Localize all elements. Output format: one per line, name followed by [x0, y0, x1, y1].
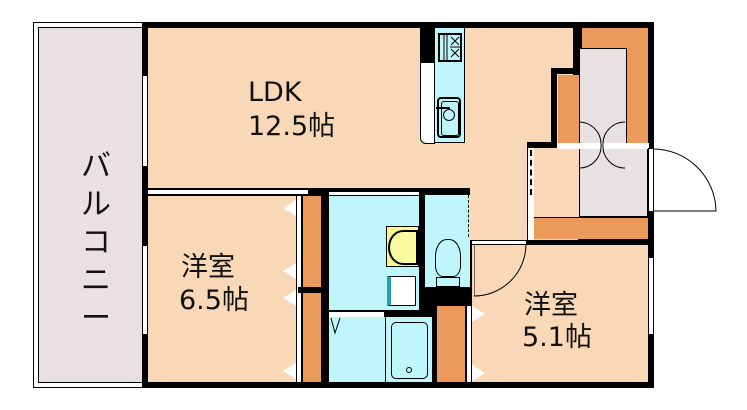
- toilet-door-strip: [468, 195, 471, 237]
- closet-divider: [298, 287, 323, 293]
- western-room-2-label: 洋室: [524, 290, 578, 321]
- entrance-door-swing-icon[interactable]: [653, 148, 719, 214]
- western-room-1-floor: [148, 196, 296, 382]
- closet-wall-top-v: [575, 22, 581, 74]
- kitchen-counter: [420, 62, 435, 144]
- hall-small-floor: [534, 148, 579, 217]
- bath-floor: [329, 317, 432, 382]
- hall-closet-bottom: [534, 217, 648, 239]
- closet-wall-step: [551, 68, 581, 74]
- ldk-size: 12.5帖: [248, 111, 336, 142]
- western-room-1-size: 6.5帖: [179, 285, 249, 316]
- ldk-bottom-dash: [150, 194, 305, 195]
- ldk-window: [142, 75, 148, 167]
- kitchen-sink-icon: [436, 97, 461, 138]
- bathroom-door-strip: [329, 311, 384, 317]
- bathtub-icon: [385, 317, 431, 382]
- washing-machine-icon: [387, 276, 416, 306]
- room1-window: [142, 245, 148, 335]
- closet-upper: [303, 196, 321, 287]
- room2-door-top: [472, 240, 526, 245]
- western-room-1-label: 洋室: [181, 252, 235, 283]
- bath-door-icon: [330, 317, 341, 335]
- hall-closet-lower: [437, 306, 465, 382]
- toilet-tank-icon: [436, 277, 460, 287]
- western-room-2-floor: [472, 245, 648, 382]
- hall-partition-dash: [530, 150, 532, 195]
- kitchen-wall: [420, 25, 434, 65]
- closet-wall-step-v: [551, 68, 557, 148]
- room2-door-swing-icon[interactable]: [474, 244, 528, 300]
- closet-triangle-room2-a: [472, 306, 485, 322]
- entrance-door-frame: [648, 148, 654, 212]
- toilet-icon: [435, 239, 461, 277]
- bath-divider: [382, 311, 452, 317]
- western-room-2-size: 5.1帖: [522, 322, 592, 353]
- stove-icon: [438, 33, 462, 62]
- closet-triangle-room2-b: [472, 365, 485, 381]
- room2-window: [648, 257, 654, 335]
- balcony-label: バ ル コ ニ ー: [81, 149, 111, 336]
- entrance-closet-left: [558, 75, 583, 145]
- entrance-wall-h: [527, 142, 557, 148]
- washbasin-icon: [386, 226, 419, 267]
- closet-bifold-door-icon: [578, 121, 626, 169]
- closet-lower: [303, 293, 321, 382]
- ldk-label: LDK: [248, 77, 302, 108]
- room2-closet-edge: [466, 306, 472, 382]
- washroom-top-strip: [329, 192, 419, 196]
- entrance-floor: [579, 148, 647, 216]
